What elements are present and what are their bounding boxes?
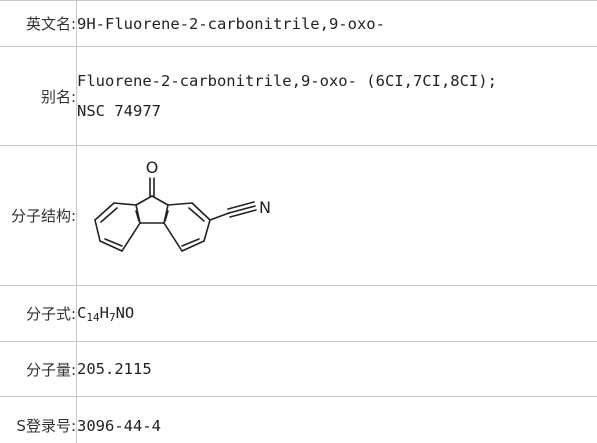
row-english-name: 英文名: 9H-Fluorene-2-carbonitrile,9-oxo- xyxy=(0,0,597,47)
label-english-name: 英文名: xyxy=(0,0,77,47)
value-english-name: 9H-Fluorene-2-carbonitrile,9-oxo- xyxy=(76,0,597,47)
row-alias: 别名: Fluorene-2-carbonitrile,9-oxo- (6CI,… xyxy=(0,46,597,146)
label-formula: 分子式: xyxy=(0,285,77,342)
value-structure: O N xyxy=(76,145,597,286)
nitrogen-atom-label: N xyxy=(259,198,271,217)
oxygen-atom-label: O xyxy=(146,158,159,177)
formula-c-count: 14 xyxy=(86,310,100,324)
formula-h-count: 7 xyxy=(108,310,116,324)
row-molecular-weight: 分子量: 205.2115 xyxy=(0,341,597,397)
label-cas-number: S登录号: xyxy=(0,396,77,443)
molecule-structure: O N xyxy=(94,158,271,252)
bonds xyxy=(94,176,257,252)
label-structure: 分子结构: xyxy=(0,145,77,286)
alias-line-1: Fluorene-2-carbonitrile,9-oxo- (6CI,7CI,… xyxy=(77,72,497,90)
value-formula: C14H7NO xyxy=(76,285,597,342)
row-cas-number: S登录号: 3096-44-4 xyxy=(0,396,597,443)
english-name-text: 9H-Fluorene-2-carbonitrile,9-oxo- xyxy=(77,14,385,33)
value-cas-number: 3096-44-4 xyxy=(76,396,597,443)
formula-rest: NO xyxy=(115,303,135,322)
row-structure: 分子结构: xyxy=(0,145,597,286)
value-alias: Fluorene-2-carbonitrile,9-oxo- (6CI,7CI,… xyxy=(76,46,597,146)
label-alias: 别名: xyxy=(0,46,77,146)
label-molecular-weight: 分子量: xyxy=(0,341,77,397)
row-formula: 分子式: C14H7NO xyxy=(0,285,597,342)
formula-h: H xyxy=(99,303,109,322)
formula-c: C xyxy=(77,303,87,322)
value-molecular-weight: 205.2115 xyxy=(76,341,597,397)
alias-line-2: NSC 74977 xyxy=(77,102,162,120)
